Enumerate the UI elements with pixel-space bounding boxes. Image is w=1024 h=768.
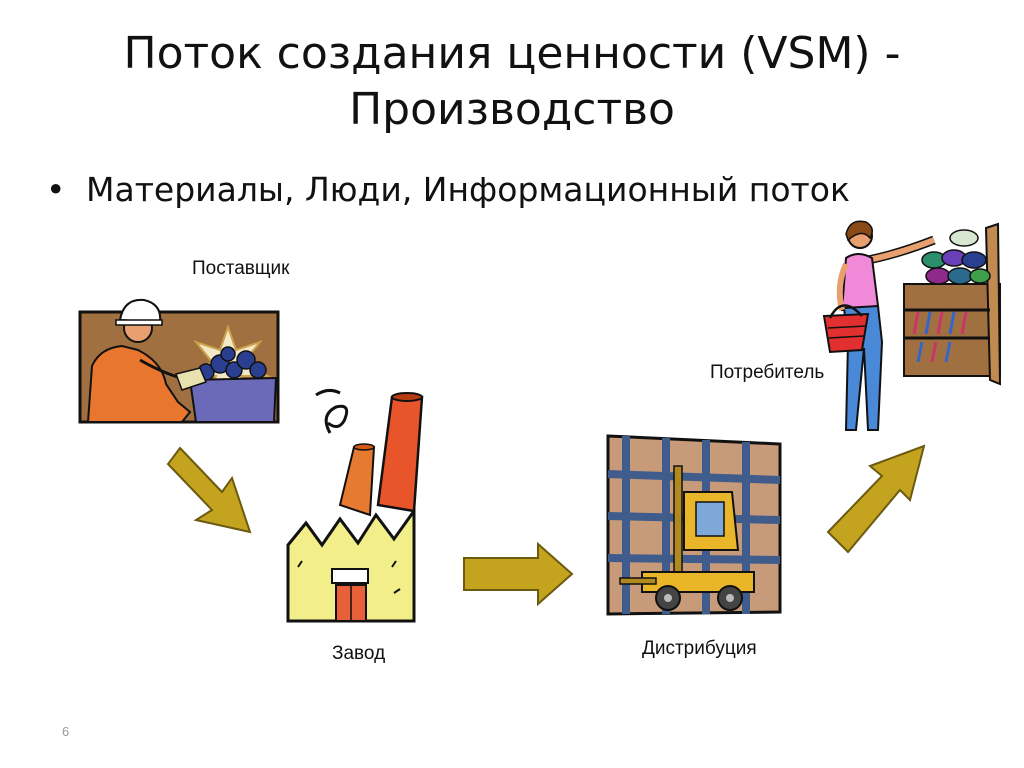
forklift-warehouse-icon (606, 434, 782, 616)
title-line-2: Производство (349, 84, 675, 135)
distribution-label: Дистрибуция (642, 638, 757, 659)
page-number: 6 (62, 724, 70, 739)
bullet-text: Материалы, Люди, Информационный поток (86, 170, 850, 209)
slide-title: Поток создания ценности (VSM) - Производ… (40, 26, 984, 138)
bullet-symbol: • (46, 170, 66, 209)
flow-arrow-factory-distribution (463, 541, 574, 607)
bullet-item: • Материалы, Люди, Информационный поток (46, 168, 986, 212)
title-line-1: Поток создания ценности (VSM) - (123, 28, 901, 79)
consumer-label: Потребитель (710, 362, 825, 383)
shopper-icon (822, 220, 1002, 431)
factory-icon (286, 388, 424, 623)
flow-arrow-distribution-consumer (826, 444, 926, 554)
factory-label: Завод (332, 643, 386, 664)
flow-arrow-supplier-factory (166, 446, 252, 534)
worker-coal-icon (78, 298, 280, 424)
supplier-label: Поставщик (192, 258, 290, 279)
